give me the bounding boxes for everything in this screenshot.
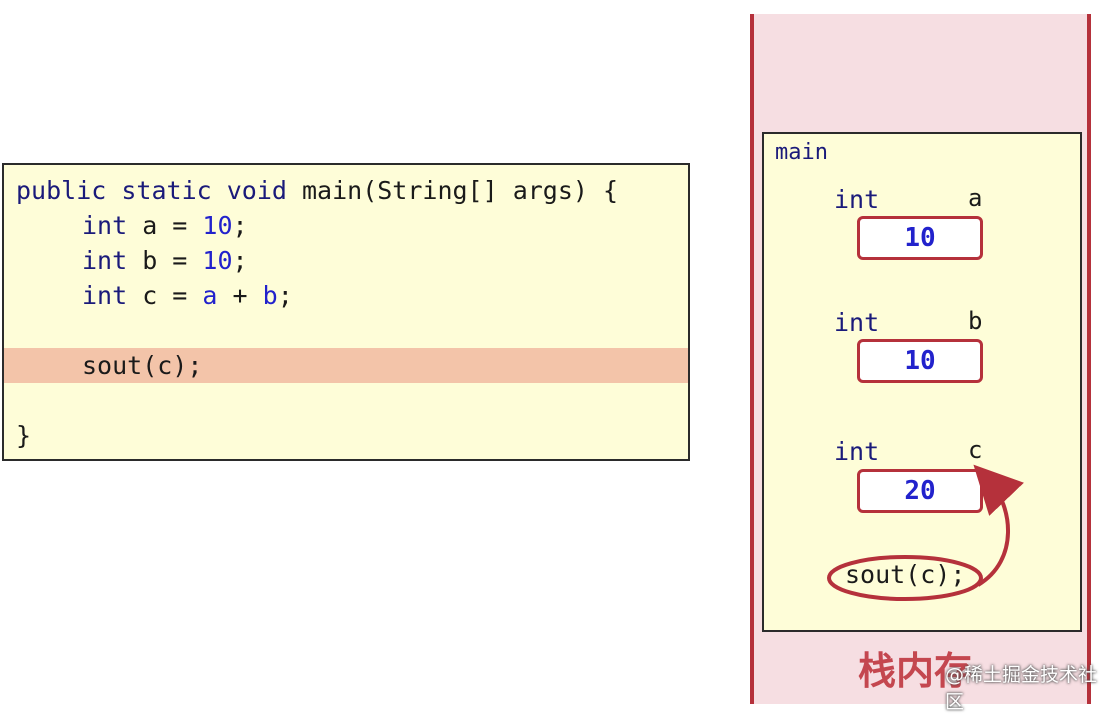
sout-call: sout(c); <box>82 351 203 380</box>
method-signature: main(String[] args) { <box>286 176 619 205</box>
var-c-type: int <box>834 437 880 466</box>
operand-b: b <box>262 281 278 310</box>
var-b-name: b <box>968 307 983 335</box>
var-b-value-box: 10 <box>857 339 983 383</box>
code-line-2: int a = 10; <box>82 211 248 240</box>
literal: 10 <box>202 211 233 240</box>
var-b-type: int <box>834 308 880 337</box>
var-c-name: c <box>968 436 983 464</box>
sout-call-in-frame: sout(c); <box>845 560 966 589</box>
operand-a: a <box>202 281 218 310</box>
stack-title: 栈内存 <box>858 649 973 693</box>
code-line-1: public static void main(String[] args) { <box>16 173 700 208</box>
code-panel: public static void main(String[] args) {… <box>2 163 690 461</box>
var-c-value-box: 20 <box>857 469 983 513</box>
type-keyword: int <box>82 281 128 310</box>
code-line-3: int b = 10; <box>82 246 248 275</box>
var-a-name: a <box>968 184 983 212</box>
frame-name: main <box>775 140 828 165</box>
annotation-overlay <box>827 464 1024 601</box>
highlighted-line: sout(c); <box>4 348 688 383</box>
watermark: @稀土掘金技术社区 <box>945 664 1098 713</box>
var-a-type: int <box>834 185 880 214</box>
sout-highlight-ellipse <box>827 555 983 601</box>
type-keyword: int <box>82 211 128 240</box>
code-line-4: int c = a + b; <box>82 281 293 310</box>
literal: 10 <box>202 246 233 275</box>
type-keyword: int <box>82 246 128 275</box>
var-a-value-box: 10 <box>857 216 983 260</box>
method-modifiers: public static void <box>16 176 287 205</box>
read-c-arrow <box>973 464 1024 587</box>
code-line-6: } <box>16 421 32 450</box>
